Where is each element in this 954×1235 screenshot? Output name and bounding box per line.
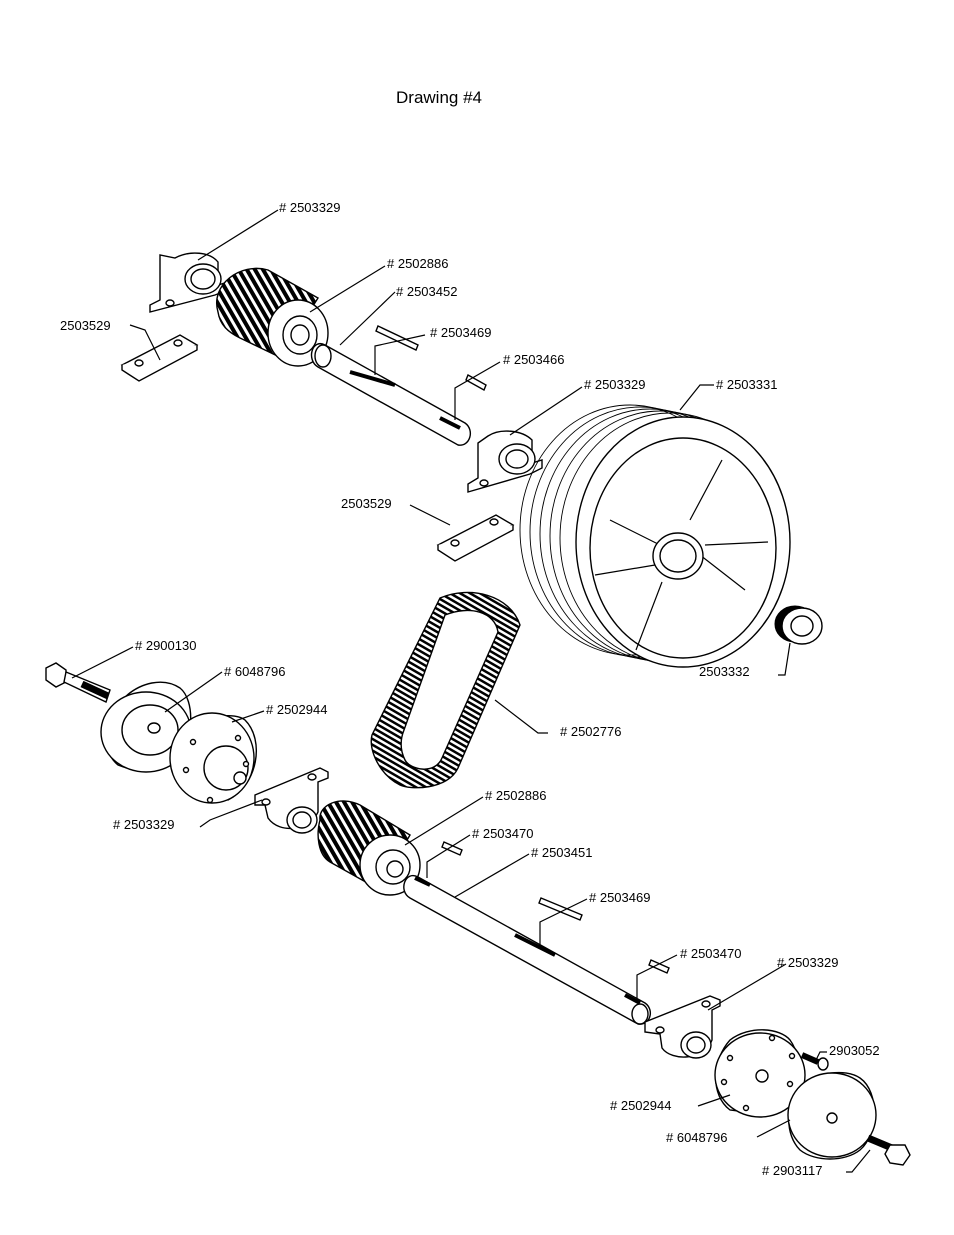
- timing-belt: [370, 591, 521, 789]
- label-belt: # 2502776: [560, 724, 621, 739]
- bolt-2903052: [800, 1052, 829, 1071]
- key-2503469-upper: [375, 325, 419, 351]
- label-key-2: # 2503466: [503, 352, 564, 367]
- label-timing-pulley-2: # 2502886: [485, 788, 546, 803]
- label-pillow-block-3: # 2503329: [113, 817, 174, 832]
- pillow-block-lower-right: [644, 995, 721, 1059]
- hub-2502944-left: [169, 712, 257, 804]
- mounting-plate-upper-right: [436, 514, 515, 562]
- label-plate-1: 2503529: [60, 318, 111, 333]
- label-key-3: # 2503470: [472, 826, 533, 841]
- key-2503466: [465, 374, 487, 391]
- label-timing-pulley-1: # 2502886: [387, 256, 448, 271]
- label-shaft-lower: # 2503451: [531, 845, 592, 860]
- label-bolt-left: # 2900130: [135, 638, 196, 653]
- pillow-block-lower-left: [254, 767, 329, 834]
- taper-bushing: [774, 605, 823, 645]
- label-key-1: # 2503469: [430, 325, 491, 340]
- wheel-6048796-right: [787, 1071, 877, 1160]
- label-key-4: # 2503469: [589, 890, 650, 905]
- label-bushing: 2503332: [699, 664, 750, 679]
- label-bolt-right: # 2903117: [762, 1163, 823, 1178]
- label-wheel-left: # 6048796: [224, 664, 285, 679]
- shaft-upper: [310, 342, 472, 446]
- pillow-block-upper-left: [149, 252, 229, 313]
- wheel-6048796-left: [100, 681, 192, 773]
- label-shaft-upper: # 2503452: [396, 284, 457, 299]
- pillow-block-upper-right: [467, 430, 543, 493]
- large-sheave-pulley: [519, 404, 791, 668]
- label-bolt-small: 2903052: [829, 1043, 880, 1058]
- key-2503470-left: [441, 841, 463, 856]
- label-pillow-block-4: # 2503329: [777, 955, 838, 970]
- leader-lines: [71, 209, 871, 1173]
- label-sheave: # 2503331: [716, 377, 777, 392]
- shaft-lower: [403, 874, 652, 1025]
- drawing-title: Drawing #4: [396, 88, 482, 107]
- label-hub-right: # 2502944: [610, 1098, 671, 1113]
- label-pillow-block-2: # 2503329: [584, 377, 645, 392]
- bolt-2903117: [866, 1134, 911, 1166]
- label-wheel-right: # 6048796: [666, 1130, 727, 1145]
- label-plate-2: 2503529: [341, 496, 392, 511]
- label-key-5: # 2503470: [680, 946, 741, 961]
- hub-2502944-right: [714, 1029, 806, 1118]
- key-2503469-lower: [538, 897, 583, 921]
- timing-pulley-upper: [216, 267, 329, 367]
- label-pillow-block-1: # 2503329: [279, 200, 340, 215]
- label-hub-left: # 2502944: [266, 702, 327, 717]
- mounting-plate-upper-left: [120, 334, 199, 382]
- key-2503470-right: [648, 959, 670, 974]
- bolt-2900130: [45, 662, 111, 703]
